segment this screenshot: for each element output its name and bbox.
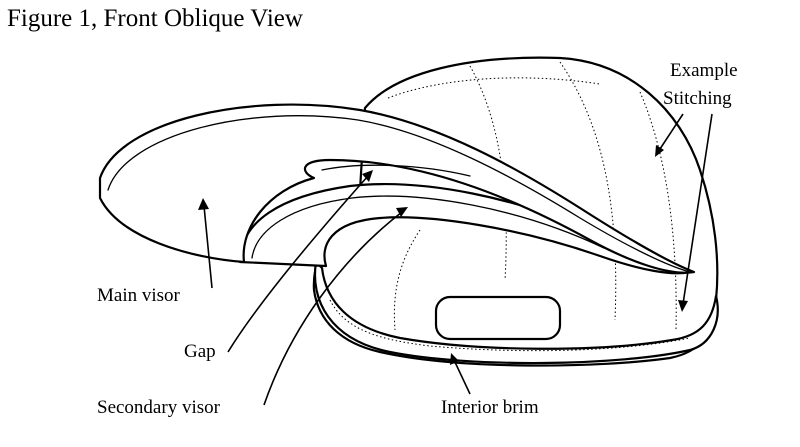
arrow-example-stitching-1: [657, 113, 684, 153]
arrow-secondary-visor: [263, 211, 403, 406]
arrow-main-visor: [203, 205, 213, 289]
arrowhead-secondary-visor: [396, 207, 408, 217]
label-main-visor: Main visor: [97, 285, 180, 306]
secondary-visor-inner-edge: [251, 195, 605, 259]
crown-stitch-seam-4: [393, 229, 421, 331]
main-visor-outline: [98, 103, 696, 274]
label-secondary-visor: Secondary visor: [97, 397, 220, 418]
arrow-gap: [227, 175, 369, 353]
crown-stitch-seam-3: [639, 91, 677, 331]
label-interior-brim: Interior brim: [441, 397, 539, 418]
arrow-example-stitching-2: [682, 113, 713, 305]
main-visor: [98, 103, 696, 274]
main-visor-gap-edge: [321, 164, 471, 177]
label-example-stitching-line1: Example: [670, 60, 738, 81]
interior-brim-outline: [313, 260, 719, 365]
crown-stitch-seam-2: [559, 61, 617, 321]
label-gap: Gap: [184, 341, 216, 362]
label-example-stitching-line2: Stitching: [663, 88, 732, 109]
arrowhead-main-visor: [198, 198, 209, 210]
arrow-interior-brim: [453, 359, 471, 395]
pointer-arrows: [198, 113, 713, 406]
arrowhead-example-stitching-2: [678, 300, 688, 312]
arrowhead-gap: [362, 170, 373, 182]
arrowhead-interior-brim: [450, 353, 459, 365]
crown-stitch-front: [387, 77, 601, 99]
interior-brim-stitch: [329, 299, 691, 352]
interior-brim: [313, 260, 719, 365]
arrowhead-example-stitching-1: [655, 145, 664, 157]
figure-title: Figure 1, Front Oblique View: [7, 5, 303, 32]
interior-band-slot: [434, 295, 562, 341]
main-visor-inner-edge: [107, 115, 691, 273]
